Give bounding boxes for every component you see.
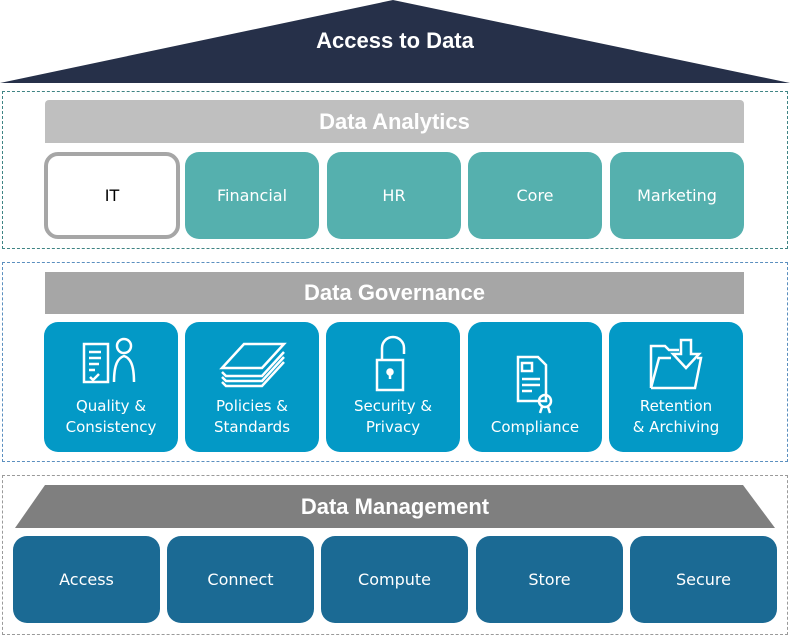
management-section [2, 475, 788, 635]
governance-section [2, 262, 788, 462]
management-header: Data Management [300, 493, 490, 519]
governance-tile-compliance[interactable]: Compliance [468, 322, 602, 452]
tile-label-line1: Security & [353, 397, 433, 415]
tile-label-line2: Standards [213, 418, 291, 436]
tile-label-line2: Compliance [490, 418, 580, 436]
tile-label-line2: & Archiving [632, 418, 720, 436]
analytics-section [2, 91, 788, 249]
analytics-tile-marketing[interactable]: Marketing [610, 152, 744, 239]
roof-shape [0, 0, 790, 83]
stacked-papers-icon [219, 342, 287, 388]
governance-tile-security[interactable]: Security & Privacy [326, 322, 460, 452]
tile-label-line1: Quality & [75, 397, 147, 415]
governance-tile-retention[interactable]: Retention & Archiving [609, 322, 743, 452]
tile-label-line1: Policies & [216, 397, 288, 415]
certificate-icon [516, 355, 553, 414]
analytics-header: Data Analytics [45, 100, 744, 143]
tile-label-line2: Consistency [65, 418, 157, 436]
governance-tile-quality[interactable]: Quality & Consistency [44, 322, 178, 452]
analytics-tile-it[interactable]: IT [44, 152, 180, 239]
management-tile-access[interactable]: Access [13, 536, 160, 623]
document-person-icon [82, 337, 136, 384]
management-tile-connect[interactable]: Connect [167, 536, 314, 623]
tile-label-line1: Retention [639, 397, 713, 415]
tile-label-line2: Privacy [365, 418, 421, 436]
analytics-tile-financial[interactable]: Financial [185, 152, 319, 239]
analytics-tile-core[interactable]: Core [468, 152, 602, 239]
padlock-icon [375, 335, 406, 392]
management-header-shape [15, 485, 775, 528]
management-tile-store[interactable]: Store [476, 536, 623, 623]
governance-tile-policies[interactable]: Policies & Standards [185, 322, 319, 452]
roof-title: Access to Data [316, 28, 474, 53]
governance-header: Data Governance [45, 272, 744, 314]
management-tile-secure[interactable]: Secure [630, 536, 777, 623]
management-tile-compute[interactable]: Compute [321, 536, 468, 623]
analytics-tile-hr[interactable]: HR [327, 152, 461, 239]
folder-download-icon [649, 338, 703, 390]
